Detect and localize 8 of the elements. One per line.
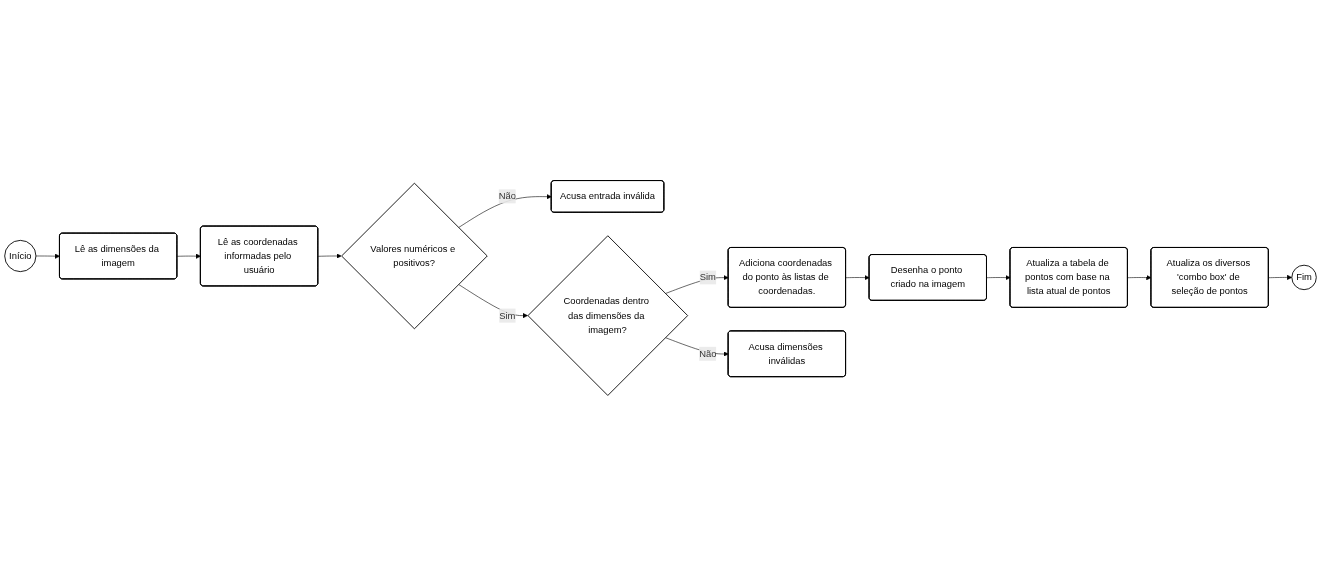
node-circle: Início bbox=[4, 239, 37, 273]
edge-label: Não bbox=[699, 348, 717, 359]
node-diamond: Coordenadas dentro das dimensões da imagem? bbox=[527, 235, 689, 396]
edge-label: Não bbox=[498, 191, 516, 202]
edge-label: Sim bbox=[499, 310, 516, 321]
node-circle: Fim bbox=[1291, 264, 1317, 291]
edge-label: Sim bbox=[699, 272, 716, 283]
node-diamond: Valores numéricos e positivos? bbox=[341, 182, 488, 330]
